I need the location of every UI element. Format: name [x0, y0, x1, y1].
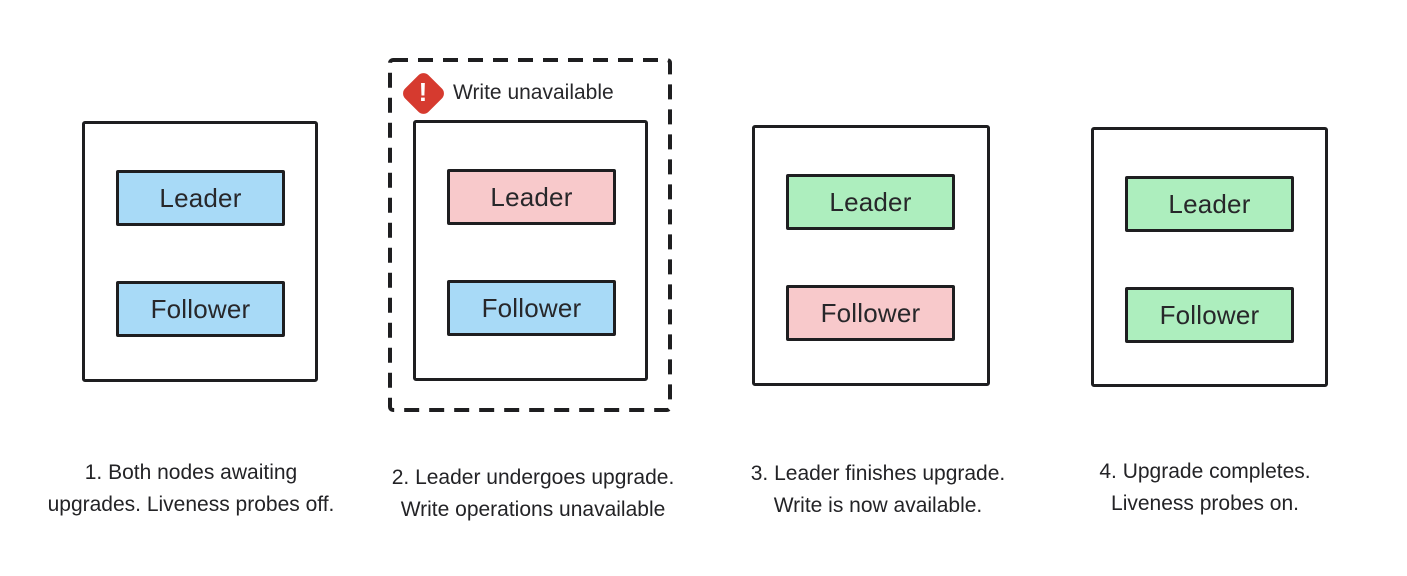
panel-3-leader-node: Leader: [786, 174, 955, 230]
panel-3-caption: 3. Leader finishes upgrade. Write is now…: [708, 458, 1048, 522]
panel-1-leader-node: Leader: [116, 170, 285, 226]
caption-line: Write is now available.: [773, 494, 983, 517]
panel-2-caption: 2. Leader undergoes upgrade. Write opera…: [363, 462, 703, 526]
panel-4-leader-node: Leader: [1125, 176, 1294, 232]
write-unavailable-banner: ! Write unavailable: [400, 70, 614, 117]
caption-line: upgrades. Liveness probes off.: [47, 493, 335, 516]
write-unavailable-dashed-border: [388, 58, 672, 412]
caption-line: 1. Both nodes awaiting: [84, 461, 298, 484]
panel-3-cluster-box: Leader Follower: [752, 125, 990, 386]
caption-line: Write operations unavailable: [400, 498, 666, 521]
panel-4-follower-node: Follower: [1125, 287, 1294, 343]
panel-4-caption: 4. Upgrade completes. Liveness probes on…: [1035, 456, 1375, 520]
panel-2-follower-node: Follower: [447, 280, 616, 336]
panel-2-leader-node: Leader: [447, 169, 616, 225]
caption-line: Liveness probes on.: [1111, 492, 1299, 515]
panel-2-cluster-box: Leader Follower: [413, 120, 648, 381]
panel-3-follower-node: Follower: [786, 285, 955, 341]
panel-1-cluster-box: Leader Follower: [82, 121, 318, 382]
write-unavailable-label: Write unavailable: [453, 81, 614, 104]
panel-1-caption: 1. Both nodes awaiting upgrades. Livenes…: [21, 457, 361, 521]
alert-diamond-icon: !: [400, 70, 447, 117]
exclamation-glyph: !: [418, 77, 428, 107]
dashed-rect: [388, 58, 672, 412]
caption-line: 4. Upgrade completes.: [1099, 460, 1311, 483]
panel-1-follower-node: Follower: [116, 281, 285, 337]
caption-line: 2. Leader undergoes upgrade.: [391, 466, 675, 489]
panel-4-cluster-box: Leader Follower: [1091, 127, 1328, 387]
caption-line: 3. Leader finishes upgrade.: [750, 462, 1006, 485]
